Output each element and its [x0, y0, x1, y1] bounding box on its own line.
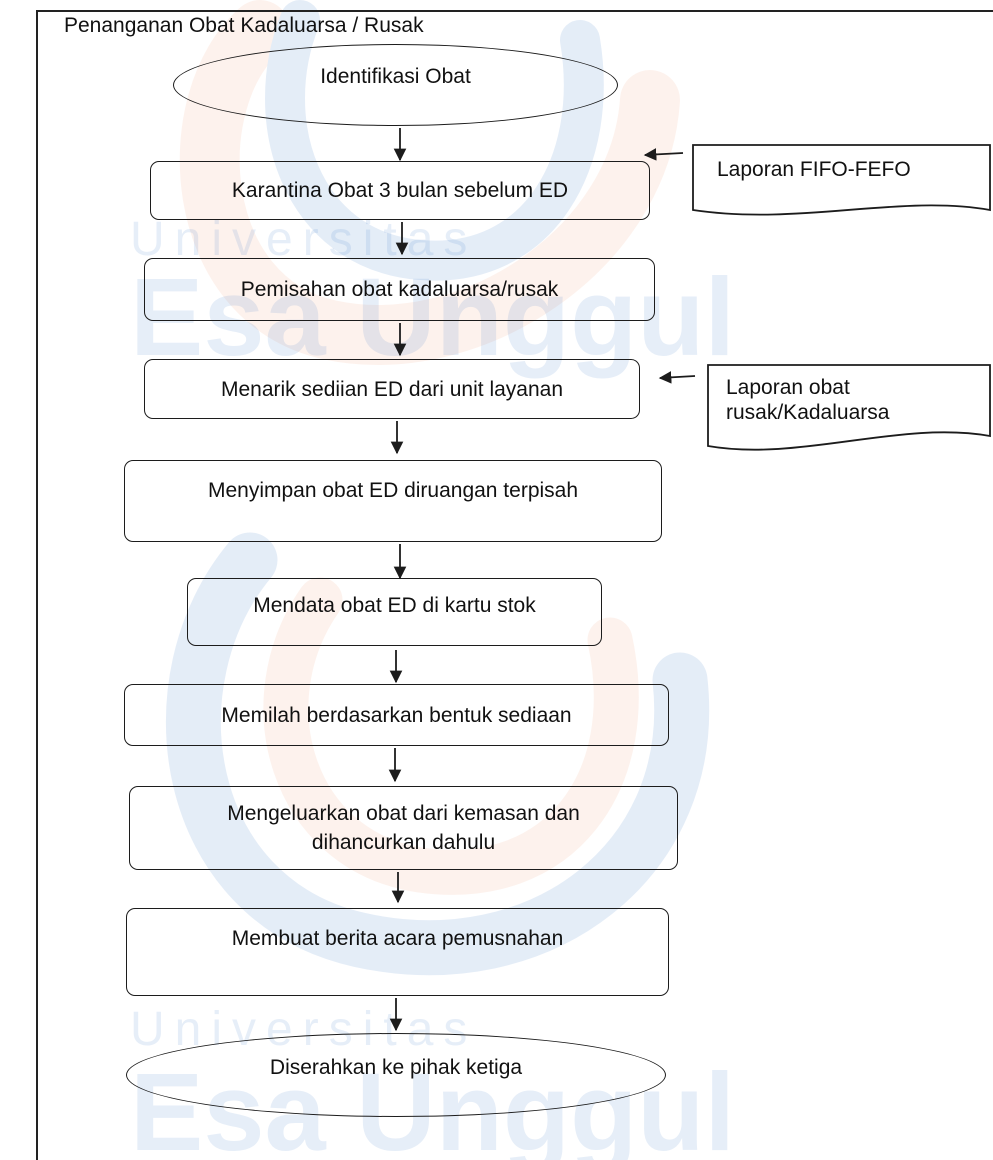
step-process: Mengeluarkan obat dari kemasan dan dihan… [129, 786, 678, 870]
step-label: Menarik sediian ED dari unit layanan [220, 377, 564, 401]
arrow-d1-s2 [643, 148, 684, 161]
step-label: Mengeluarkan obat dari kemasan dan dihan… [227, 802, 580, 854]
step-label: Mendata obat ED di kartu stok [253, 594, 536, 617]
diagram-title: Penanganan Obat Kadaluarsa / Rusak [64, 14, 424, 37]
document-label-d2: Laporan obat rusak/Kadaluarsa [726, 376, 890, 424]
step-process: Menarik sediian ED dari unit layanan [144, 359, 640, 419]
step-process: Karantina Obat 3 bulan sebelum ED [150, 161, 650, 220]
step-process: Menyimpan obat ED diruangan terpisah [124, 460, 662, 542]
arrow-d2-s4 [658, 371, 696, 384]
step-process: Membuat berita acara pemusnahan [126, 908, 669, 996]
document-label-d1: Laporan FIFO-FEFO [717, 158, 911, 181]
document-shape-d1 [692, 144, 991, 216]
step-label: Membuat berita acara pemusnahan [231, 927, 564, 950]
step-label: Menyimpan obat ED diruangan terpisah [207, 479, 579, 502]
step-label: Pemisahan obat kadaluarsa/rusak [240, 278, 559, 301]
step-terminal-start: Identifikasi Obat [173, 44, 618, 126]
step-label: Identifikasi Obat [320, 65, 471, 88]
step-label: Diserahkan ke pihak ketiga [269, 1056, 523, 1079]
document-shape-d2 [707, 364, 991, 451]
step-label: Memilah berdasarkan bentuk sediaan [221, 703, 572, 727]
left-border-line [36, 10, 38, 1160]
step-label: Karantina Obat 3 bulan sebelum ED [231, 179, 569, 202]
step-process: Pemisahan obat kadaluarsa/rusak [144, 258, 655, 321]
step-terminal-end: Diserahkan ke pihak ketiga [126, 1033, 666, 1117]
step-process: Memilah berdasarkan bentuk sediaan [124, 684, 669, 746]
step-process: Mendata obat ED di kartu stok [187, 578, 602, 646]
top-border-line [36, 10, 993, 12]
